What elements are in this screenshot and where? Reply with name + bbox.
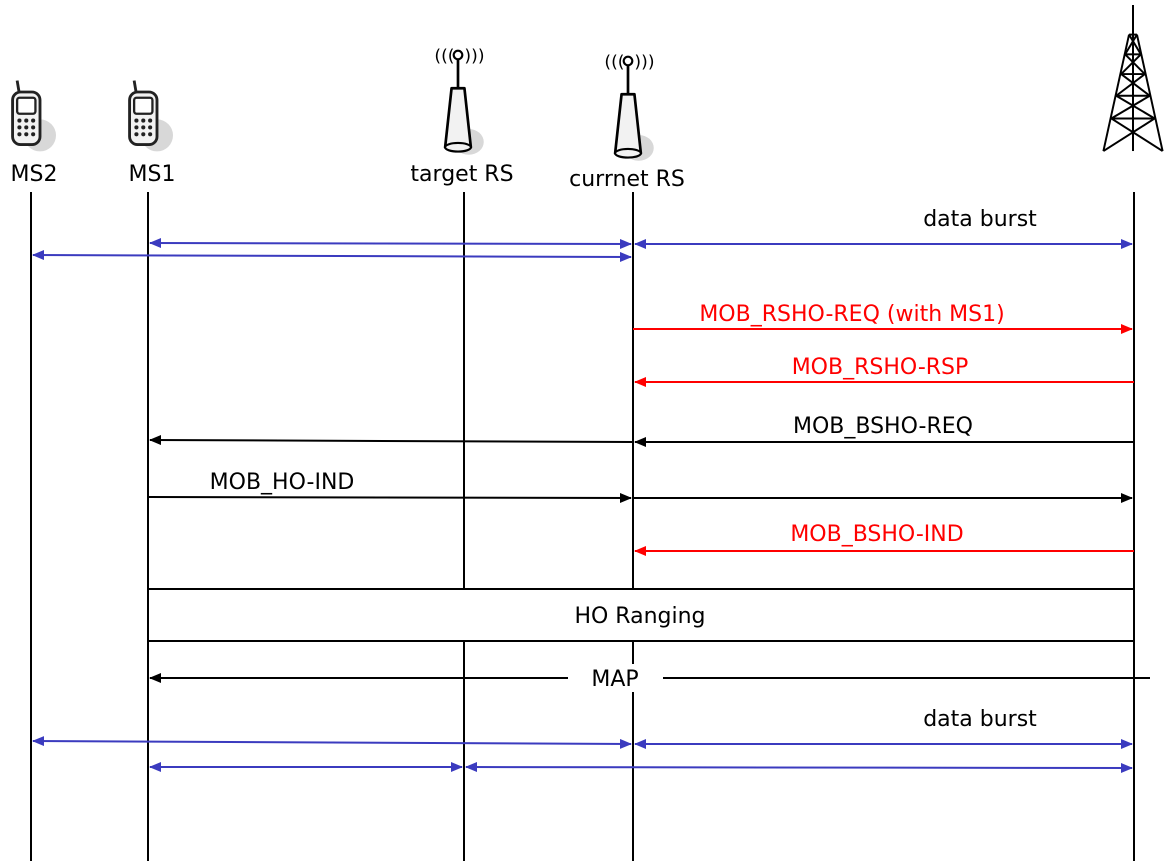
message-label-bsho-ind: MOB_BSHO-IND — [790, 522, 963, 547]
arrow-target-rs-bs-data — [465, 762, 1133, 773]
message-label-rsho-rsp: MOB_RSHO-RSP — [792, 355, 969, 380]
arrow-bsho-req-rs-ms1 — [149, 435, 634, 446]
mobile-phone-icon — [128, 79, 175, 153]
mobile-phone-icon — [11, 79, 58, 153]
arrow-ms2-current-rs-data-bottom — [32, 736, 632, 749]
message-label-data-burst-top: data burst — [923, 207, 1037, 232]
ho-ranging-label: HO Ranging — [574, 604, 705, 629]
arrow-ho-ind-ms1-rs — [147, 492, 632, 503]
participant-label-current-rs: currnet RS — [569, 167, 685, 192]
relay-station-antenna-icon — [432, 45, 486, 157]
message-label-ho-ind: MOB_HO-IND — [210, 470, 355, 495]
message-label-map: MAP — [591, 667, 638, 692]
participant-label-ms2: MS2 — [11, 162, 58, 187]
relay-station-antenna-icon — [602, 51, 656, 163]
participant-label-ms1: MS1 — [129, 162, 176, 187]
arrow-ms2-current-rs-data — [32, 250, 632, 262]
arrow-ms1-current-rs-data — [149, 238, 632, 249]
message-label-bsho-req: MOB_BSHO-REQ — [793, 414, 973, 439]
message-label-data-burst-bottom: data burst — [923, 707, 1037, 732]
ho-ranging-box — [147, 588, 1135, 642]
base-station-tower-icon — [1102, 5, 1164, 153]
message-label-rsho-req: MOB_RSHO-REQ (with MS1) — [699, 302, 1004, 327]
participant-label-target-rs: target RS — [410, 162, 513, 187]
map-label-background — [570, 664, 662, 692]
